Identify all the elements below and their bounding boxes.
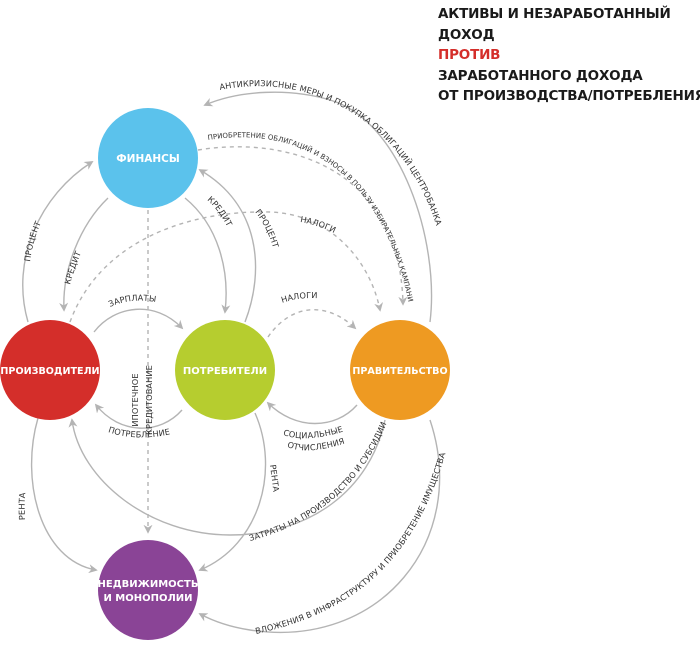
label-mortgage-1: ИПОТЕЧНОЕ bbox=[130, 373, 140, 426]
node-government-label: ПРАВИТЕЛЬСТВО bbox=[352, 366, 447, 377]
edge-credit-left bbox=[59, 197, 109, 312]
edge-spending bbox=[68, 418, 386, 536]
edge-credit-right bbox=[184, 197, 231, 314]
node-consumers: ПОТРЕБИТЕЛИ bbox=[175, 320, 275, 420]
label-rent-right: РЕНТА bbox=[268, 464, 281, 493]
node-realestate-label-2: И МОНОПОЛИИ bbox=[103, 593, 192, 604]
edge-anticrisis bbox=[203, 91, 433, 323]
node-government: ПРАВИТЕЛЬСТВО bbox=[350, 320, 450, 420]
label-wages: ЗАРПЛАТЫ bbox=[107, 293, 157, 309]
node-producers-label: ПРОИЗВОДИТЕЛИ bbox=[0, 366, 99, 377]
edge-interest-left bbox=[22, 161, 94, 323]
label-credit-left: КРЕДИТ bbox=[62, 249, 83, 286]
node-producers: ПРОИЗВОДИТЕЛИ bbox=[0, 320, 100, 420]
label-taxes-top: НАЛОГИ bbox=[300, 214, 338, 235]
label-social-1: СОЦИАЛЬНЫЕ bbox=[282, 424, 344, 441]
diagram-title: АКТИВЫ И НЕЗАРАБОТАННЫЙ ДОХОД ПРОТИВ ЗАР… bbox=[438, 4, 700, 107]
edge-interest-right bbox=[198, 169, 257, 323]
label-mortgage-2: КРЕДИТОВАНИЕ bbox=[144, 365, 154, 435]
edge-rent-left bbox=[30, 417, 98, 574]
edge-rent-right bbox=[198, 412, 267, 572]
node-realestate-label-1: НЕДВИЖИМОСТЬ bbox=[98, 579, 199, 590]
label-mortgage: ИПОТЕЧНОЕ КРЕДИТОВАНИЕ bbox=[130, 365, 154, 435]
label-interest-right: ПРОЦЕНТ bbox=[253, 207, 281, 250]
label-credit-right: КРЕДИТ bbox=[206, 194, 235, 229]
edge-bonds bbox=[197, 146, 408, 306]
label-interest-left: ПРОЦЕНТ bbox=[22, 219, 43, 263]
edge-infrastructure bbox=[198, 419, 441, 633]
title-versus: ПРОТИВ bbox=[438, 47, 501, 63]
title-line-4: ЗАРАБОТАННОГО ДОХОДА bbox=[438, 67, 643, 84]
title-line-5: ОТ ПРОИЗВОДСТВА/ПОТРЕБЛЕНИЯ bbox=[438, 88, 700, 104]
edge-wages bbox=[93, 308, 184, 333]
edge-taxes-mid bbox=[267, 309, 357, 338]
node-realestate: НЕДВИЖИМОСТЬ И МОНОПОЛИИ bbox=[98, 540, 199, 640]
title-line-1: АКТИВЫ И НЕЗАРАБОТАННЫЙ bbox=[438, 6, 671, 22]
label-rent-left: РЕНТА bbox=[17, 492, 28, 521]
title-line-2: ДОХОД bbox=[438, 26, 495, 43]
node-finance-label: ФИНАНСЫ bbox=[116, 153, 180, 165]
edge-consumption bbox=[94, 403, 183, 429]
label-taxes-mid: НАЛОГИ bbox=[280, 290, 318, 305]
node-consumers-label: ПОТРЕБИТЕЛИ bbox=[183, 366, 267, 377]
label-anticrisis: АНТИКРИЗИСНЫЕ МЕРЫ И ПОКУПКА ОБЛИГАЦИЙ Ц… bbox=[219, 78, 444, 227]
node-finance: ФИНАНСЫ bbox=[98, 108, 198, 208]
label-bonds: ПРИОБРЕТЕНИЕ ОБЛИГАЦИЙ И ВЗНОСЫ В ПОЛЬЗУ… bbox=[0, 0, 414, 303]
edge-social bbox=[266, 401, 358, 425]
